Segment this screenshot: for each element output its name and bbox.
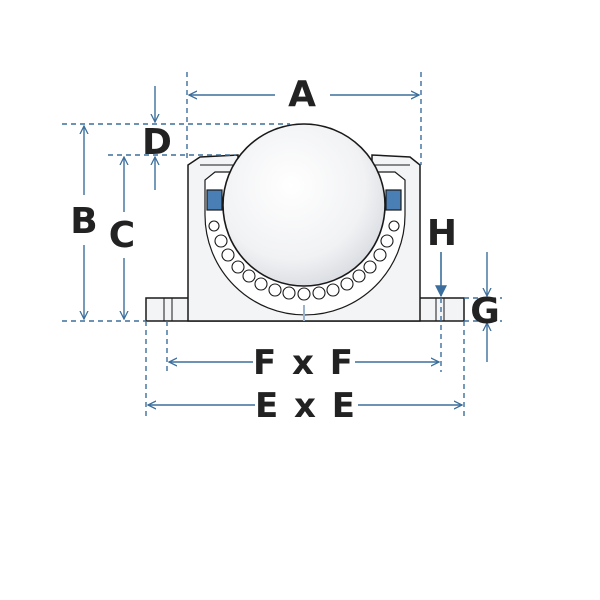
label-d: D [142,122,172,163]
support-balls [208,220,400,301]
seal-right [385,189,402,211]
dimension-lines [62,72,502,418]
label-b: B [70,201,97,242]
dimension-labels: A B C D H G F x F E x E [70,74,500,426]
label-h: H [427,213,457,254]
label-c: C [109,215,135,256]
label-a: A [288,74,316,115]
ball-transfer-unit [145,123,465,322]
main-ball [222,123,386,287]
label-f: F x F [253,343,355,383]
seal-left [206,189,223,211]
label-g: G [470,291,500,332]
label-e: E x E [255,386,357,426]
